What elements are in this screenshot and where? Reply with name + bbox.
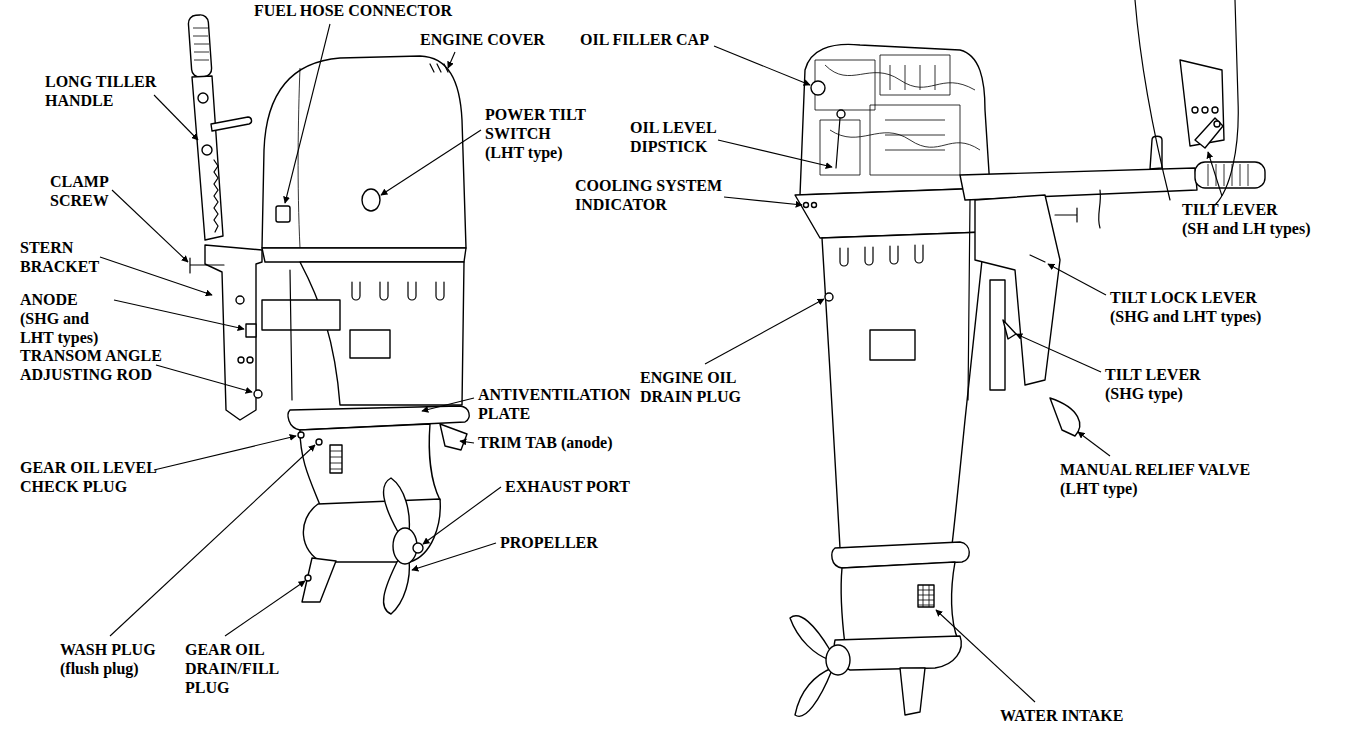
part-label: OIL FILLER CAP <box>580 30 709 49</box>
part-label: WASH PLUG (flush plug) <box>60 640 156 678</box>
part-label: ANODE (SHG and LHT types) <box>20 290 98 347</box>
right-motor <box>790 44 1265 716</box>
part-label: TILT LOCK LEVER (SHG and LHT types) <box>1110 288 1261 326</box>
part-label: ANTIVENTILATION PLATE <box>478 385 631 423</box>
part-label: WATER INTAKE <box>1000 706 1123 725</box>
part-label: GEAR OIL DRAIN/FILL PLUG <box>185 640 279 697</box>
part-label: OIL LEVEL DIPSTICK <box>630 118 717 156</box>
part-label: CLAMP SCREW <box>50 172 109 210</box>
part-label: TILT LEVER (SH and LH types) <box>1182 200 1310 238</box>
part-label: MANUAL RELIEF VALVE (LHT type) <box>1060 460 1250 498</box>
part-label: ENGINE COVER <box>420 30 545 49</box>
part-label: TRANSOM ANGLE ADJUSTING ROD <box>20 346 162 384</box>
part-label: PROPELLER <box>500 533 598 552</box>
tilt-lever-inset <box>1135 0 1238 205</box>
part-label: GEAR OIL LEVEL CHECK PLUG <box>20 458 157 496</box>
part-label: LONG TILLER HANDLE <box>45 72 156 110</box>
part-label: TRIM TAB (anode) <box>478 433 613 452</box>
part-label: POWER TILT SWITCH (LHT type) <box>485 105 586 162</box>
part-label: EXHAUST PORT <box>505 477 630 496</box>
part-label: COOLING SYSTEM INDICATOR <box>575 176 722 214</box>
part-label: TILT LEVER (SHG type) <box>1105 365 1201 403</box>
part-label: ENGINE OIL DRAIN PLUG <box>640 368 741 406</box>
part-label: FUEL HOSE CONNECTOR <box>254 1 452 20</box>
leader-lines <box>100 24 1222 702</box>
part-label: STERN BRACKET <box>20 238 99 276</box>
